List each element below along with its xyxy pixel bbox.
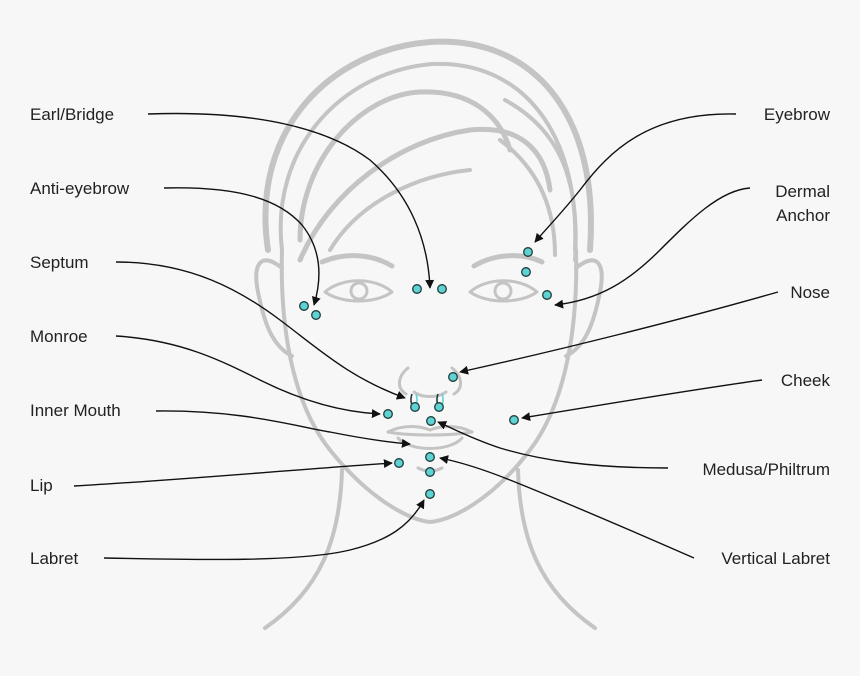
arrow-vertical-labret [439,455,695,559]
right-iris [493,281,513,301]
hair-bangs-inner [328,168,472,252]
dot-anti-eyebrow-lower [311,310,321,320]
label-inner-mouth: Inner Mouth [30,401,121,420]
left-ear [254,258,294,358]
hair-side-strand [498,138,557,257]
left-eyebrow [319,253,395,269]
dot-dermal-anchor [542,290,552,300]
arrow-medusa-philtrum [437,421,669,469]
nose-right-wing [450,366,462,396]
label-cheek: Cheek [780,371,830,390]
dot-cheek [509,415,519,425]
neck-left [263,468,344,630]
label-eyebrow: Eyebrow [763,105,830,124]
right-eye [468,279,539,303]
nose-tip [412,390,448,398]
arrow-monroe [115,335,381,419]
label-monroe: Monroe [30,327,88,346]
dot-anti-eyebrow-upper [299,301,309,311]
face-drawing [254,38,604,630]
label-nose: Nose [790,283,830,302]
label-vertical-labret: Vertical Labret [721,549,830,568]
lip-line [386,430,474,437]
nose-left-wing [398,366,410,396]
dot-eyebrow-lower [521,267,531,277]
dot-labret [425,489,435,499]
arrow-nose [459,291,779,375]
face-outline [279,248,579,524]
dot-bridge-right [437,284,447,294]
arrow-earl-bridge [147,112,435,289]
arrow-labret [103,499,425,561]
arrow-dermal-anchor [554,187,751,309]
right-eyebrow [471,253,545,269]
dot-bridge-left [412,284,422,294]
hair-side-strand-2 [503,98,578,262]
upper-lip [386,425,474,434]
hair-bangs [297,126,553,263]
dot-medusa [426,416,436,426]
hair-strand [297,89,513,243]
label-dermal-anchor-line2: Anchor [776,206,830,225]
hair-inner-strand [278,61,578,252]
arrow-septum [115,261,406,400]
arrow-cheek [521,379,763,422]
arrow-anti-eyebrow [163,187,321,306]
dot-septum-left [410,402,420,412]
dot-monroe [383,409,393,419]
left-iris [349,281,369,301]
label-septum: Septum [30,253,89,272]
dot-lip [394,458,404,468]
arrow-eyebrow [534,113,737,243]
arrow-inner-mouth [155,410,411,448]
dot-vertical-labret-lower [425,467,435,477]
dot-eyebrow-upper [523,247,533,257]
neck-right [516,468,597,630]
label-dermal-anchor-line1: Dermal [775,182,830,201]
label-anti-eyebrow: Anti-eyebrow [30,179,130,198]
label-lip: Lip [30,476,53,495]
left-eye [323,279,394,303]
piercing-dots [299,247,552,499]
arrow-lip [73,459,393,487]
dot-vertical-labret-upper [425,452,435,462]
hair-outline [262,38,594,253]
label-medusa-philtrum: Medusa/Philtrum [702,460,830,479]
dot-nose [448,372,458,382]
label-labret: Labret [30,549,79,568]
dot-septum-right [434,402,444,412]
label-earl-bridge: Earl/Bridge [30,105,115,124]
leader-lines [73,112,779,561]
